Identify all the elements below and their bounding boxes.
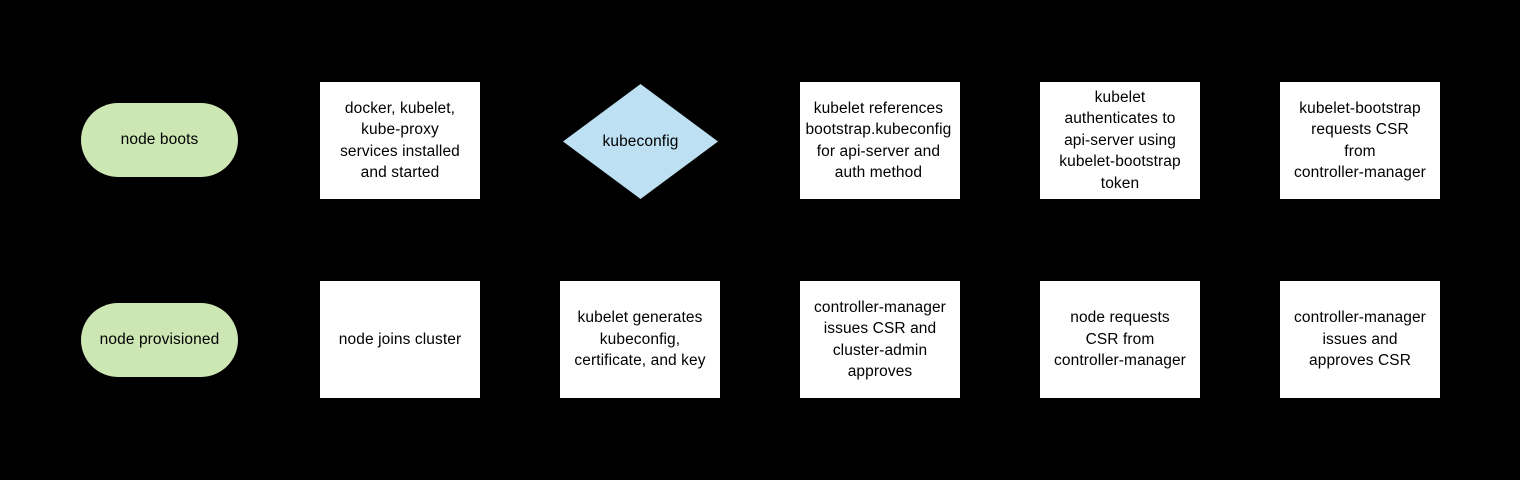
flow-node-label: node joins cluster [338, 330, 462, 348]
flow-node-node-joins-cluster[interactable]: node joins cluster [320, 281, 480, 398]
flow-node-label: node requests CSR from controller-manage… [1054, 309, 1186, 370]
flow-node-services-installed[interactable]: docker, kubelet, kube-proxy services ins… [320, 82, 480, 199]
flow-node-label: node provisioned [99, 331, 220, 349]
flow-node-node-provisioned[interactable]: node provisioned [81, 303, 238, 377]
flow-node-label: docker, kubelet, kube-proxy services ins… [340, 99, 460, 182]
flow-node-kubelet-authenticates[interactable]: kubelet authenticates to api-server usin… [1040, 82, 1200, 199]
flow-node-label: kubelet references bootstrap.kubeconfig … [805, 99, 952, 182]
flow-node-cm-issues-csr[interactable]: controller-manager issues CSR and cluste… [800, 281, 960, 398]
flow-node-cm-issues-approves[interactable]: controller-manager issues and approves C… [1280, 281, 1440, 398]
flow-node-label: kubelet-bootstrap requests CSR from cont… [1294, 99, 1426, 182]
flow-node-kubelet-generates[interactable]: kubelet generates kubeconfig, certificat… [560, 281, 720, 398]
flow-node-label: kubelet authenticates to api-server usin… [1059, 88, 1181, 192]
diamond-shape-icon [563, 84, 718, 199]
flow-node-label: kubeconfig [602, 132, 679, 150]
flow-node-label: kubelet generates kubeconfig, certificat… [574, 309, 706, 370]
flow-node-label: node boots [120, 131, 199, 149]
flow-node-node-requests-csr[interactable]: node requests CSR from controller-manage… [1040, 281, 1200, 398]
flow-node-label: controller-manager issues CSR and cluste… [814, 298, 946, 381]
flow-node-label: controller-manager issues and approves C… [1294, 309, 1426, 370]
flow-node-node-boots[interactable]: node boots [81, 103, 238, 177]
flow-node-kubeconfig[interactable]: kubeconfig [563, 84, 718, 199]
flow-node-kubelet-references-bootstrap[interactable]: kubelet references bootstrap.kubeconfig … [800, 82, 960, 199]
flow-node-bootstrap-requests-csr[interactable]: kubelet-bootstrap requests CSR from cont… [1280, 82, 1440, 199]
